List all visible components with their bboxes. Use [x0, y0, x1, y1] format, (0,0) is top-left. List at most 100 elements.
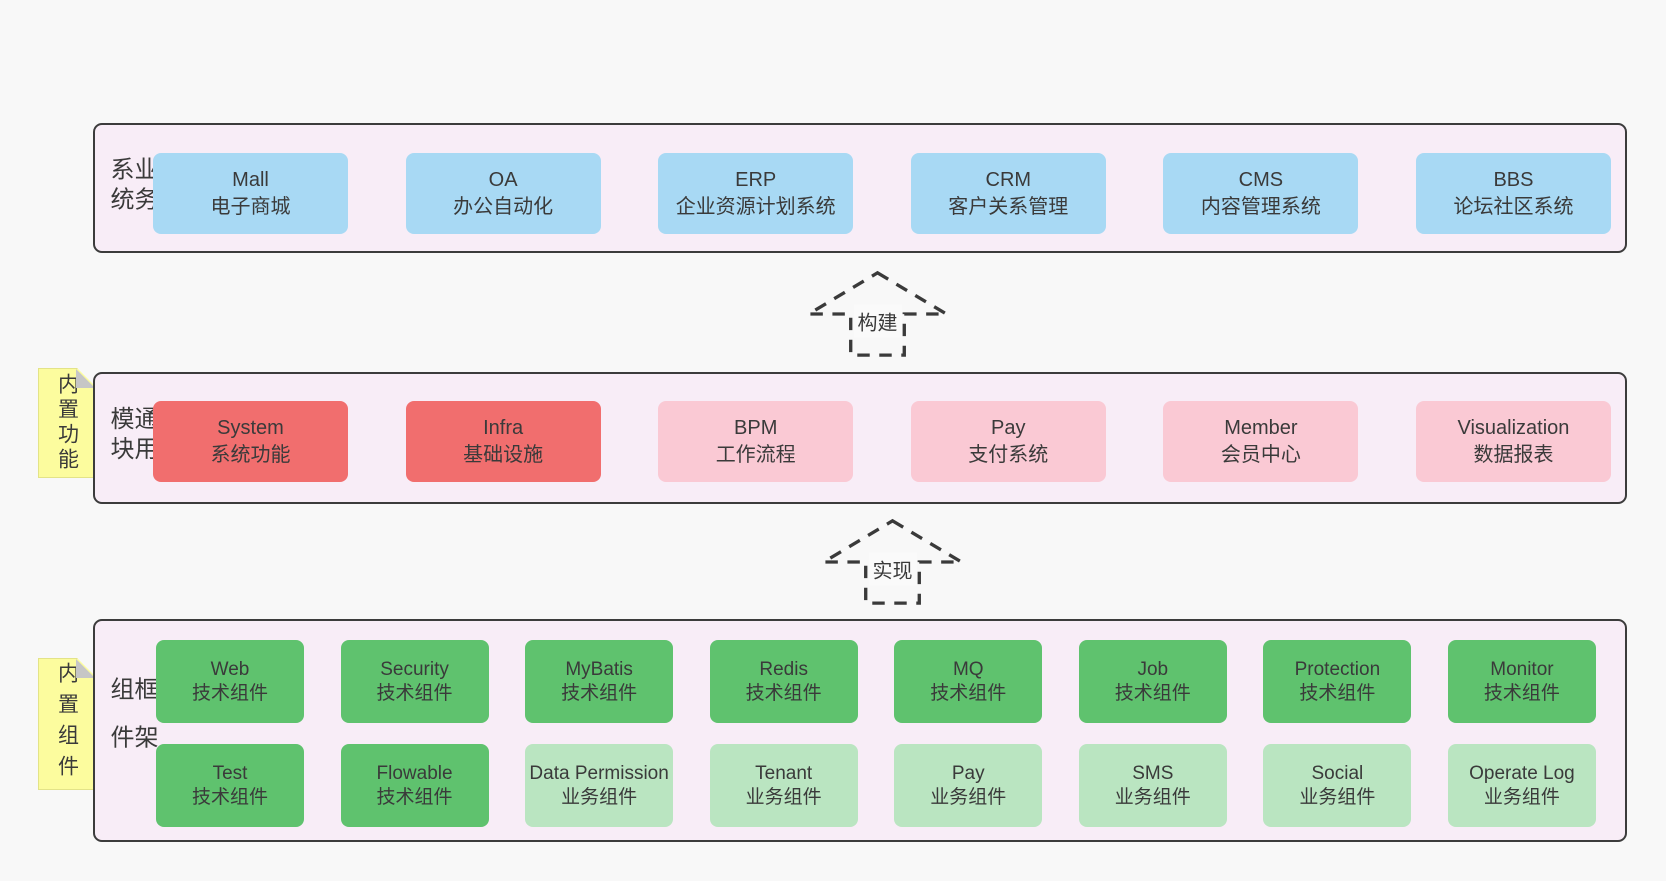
box-visualization: Visualization 数据报表 [1415, 401, 1611, 482]
box-title: Pay [991, 416, 1026, 439]
box-title: Monitor [1490, 658, 1554, 680]
box-subtitle: 技术组件 [745, 682, 822, 704]
box-subtitle: 论坛社区系统 [1453, 195, 1574, 218]
box-subtitle: 工作流程 [715, 443, 796, 466]
box-bpm: BPM 工作流程 [658, 401, 854, 482]
box-subtitle: 技术组件 [376, 682, 453, 704]
box-title: Security [380, 658, 449, 680]
box-title: ERP [735, 168, 777, 191]
box-title: MyBatis [565, 658, 633, 680]
box-subtitle: 客户关系管理 [948, 195, 1069, 218]
box-crm: CRM 客户关系管理 [910, 153, 1106, 234]
box-social: Social 业务组件 [1263, 744, 1412, 827]
box-tenant: Tenant 业务组件 [709, 744, 858, 827]
box-title: Infra [483, 416, 524, 439]
box-mall: Mall 电子商城 [153, 153, 348, 234]
box-title: BBS [1493, 168, 1534, 191]
box-flowable: Flowable 技术组件 [340, 744, 489, 827]
box-title: Member [1224, 416, 1298, 439]
box-security: Security 技术组件 [340, 640, 489, 723]
panel-framework-components: 框架组件 Web 技术组件 Security 技术组件 MyBatis 技术组件… [93, 619, 1627, 842]
sticky-note-built-in-features: 内置功能 [38, 368, 96, 478]
up-arrow-shape [805, 270, 950, 357]
box-subtitle: 办公自动化 [453, 195, 554, 218]
box-subtitle: 内容管理系统 [1200, 195, 1321, 218]
arrow-implement-label: 实现 [868, 552, 917, 586]
box-pay-business: Pay 业务组件 [894, 744, 1043, 827]
box-title: Pay [951, 762, 985, 784]
box-subtitle: 技术组件 [1299, 682, 1376, 704]
box-system: System 系统功能 [153, 401, 348, 482]
box-subtitle: 业务组件 [561, 786, 638, 808]
box-subtitle: 系统功能 [210, 443, 291, 466]
box-title: Mall [232, 168, 269, 191]
box-subtitle: 业务组件 [1114, 786, 1191, 808]
framework-box-row-1: Web 技术组件 Security 技术组件 MyBatis 技术组件 Redi… [156, 640, 1596, 723]
box-web: Web 技术组件 [156, 640, 304, 723]
box-redis: Redis 技术组件 [709, 640, 858, 723]
box-title: Operate Log [1469, 762, 1575, 784]
box-oa: OA 办公自动化 [405, 153, 601, 234]
box-subtitle: 电子商城 [210, 195, 291, 218]
framework-box-row-2: Test 技术组件 Flowable 技术组件 Data Permission … [156, 744, 1596, 827]
box-mq: MQ 技术组件 [894, 640, 1043, 723]
box-title: Data Permission [529, 762, 669, 784]
box-pay: Pay 支付系统 [910, 401, 1106, 482]
sticky-note-label: 内置功能 [55, 373, 79, 473]
panel-label-common-modules: 通用模块 [106, 406, 157, 466]
arrow-build-label: 构建 [853, 304, 902, 338]
box-operate-log: Operate Log 业务组件 [1447, 744, 1596, 827]
box-job: Job 技术组件 [1078, 640, 1227, 723]
box-title: CRM [985, 168, 1032, 191]
box-title: Job [1137, 658, 1169, 680]
box-cms: CMS 内容管理系统 [1163, 153, 1359, 234]
box-sms: SMS 业务组件 [1078, 744, 1227, 827]
box-monitor: Monitor 技术组件 [1447, 640, 1596, 723]
arrow-implement: 实现 [820, 518, 965, 606]
panel-label-business-systems: 业务系统 [106, 156, 157, 217]
box-subtitle: 技术组件 [191, 786, 268, 808]
box-title: System [217, 416, 284, 439]
box-subtitle: 业务组件 [745, 786, 822, 808]
box-test: Test 技术组件 [156, 744, 304, 827]
box-title: BPM [734, 416, 778, 439]
box-title: Flowable [376, 762, 453, 784]
box-title: Test [212, 762, 248, 784]
box-subtitle: 企业资源计划系统 [675, 195, 836, 218]
box-subtitle: 技术组件 [1483, 682, 1560, 704]
box-subtitle: 业务组件 [1483, 786, 1560, 808]
sticky-note-label: 内置组件 [55, 662, 79, 786]
box-protection: Protection 技术组件 [1263, 640, 1412, 723]
box-subtitle: 技术组件 [561, 682, 638, 704]
sticky-note-built-in-components: 内置组件 [38, 658, 96, 790]
panel-label-framework-components: 框架组件 [106, 675, 157, 772]
box-subtitle: 会员中心 [1220, 443, 1301, 466]
box-subtitle: 业务组件 [930, 786, 1007, 808]
box-subtitle: 技术组件 [930, 682, 1007, 704]
box-title: OA [488, 168, 518, 191]
box-subtitle: 技术组件 [1114, 682, 1191, 704]
box-title: Redis [759, 658, 808, 680]
box-subtitle: 业务组件 [1299, 786, 1376, 808]
box-mybatis: MyBatis 技术组件 [525, 640, 674, 723]
box-data-permission: Data Permission 业务组件 [525, 744, 674, 827]
panel-business-systems: 业务系统 Mall 电子商城 OA 办公自动化 ERP 企业资源计划系统 CRM… [93, 123, 1627, 253]
box-subtitle: 基础设施 [463, 443, 544, 466]
box-title: Web [210, 658, 250, 680]
box-title: MQ [952, 658, 984, 680]
arrow-build: 构建 [805, 270, 950, 358]
box-subtitle: 技术组件 [376, 786, 453, 808]
box-title: Visualization [1457, 416, 1570, 439]
box-title: CMS [1238, 168, 1284, 191]
box-title: Tenant [755, 762, 813, 784]
box-infra: Infra 基础设施 [405, 401, 601, 482]
box-subtitle: 技术组件 [191, 682, 268, 704]
business-box-row: Mall 电子商城 OA 办公自动化 ERP 企业资源计划系统 CRM 客户关系… [153, 153, 1611, 234]
box-bbs: BBS 论坛社区系统 [1415, 153, 1611, 234]
box-subtitle: 支付系统 [968, 443, 1049, 466]
box-title: SMS [1132, 762, 1174, 784]
box-title: Protection [1294, 658, 1381, 680]
panel-common-modules: 通用模块 System 系统功能 Infra 基础设施 BPM 工作流程 Pay… [93, 372, 1627, 504]
box-member: Member 会员中心 [1163, 401, 1359, 482]
